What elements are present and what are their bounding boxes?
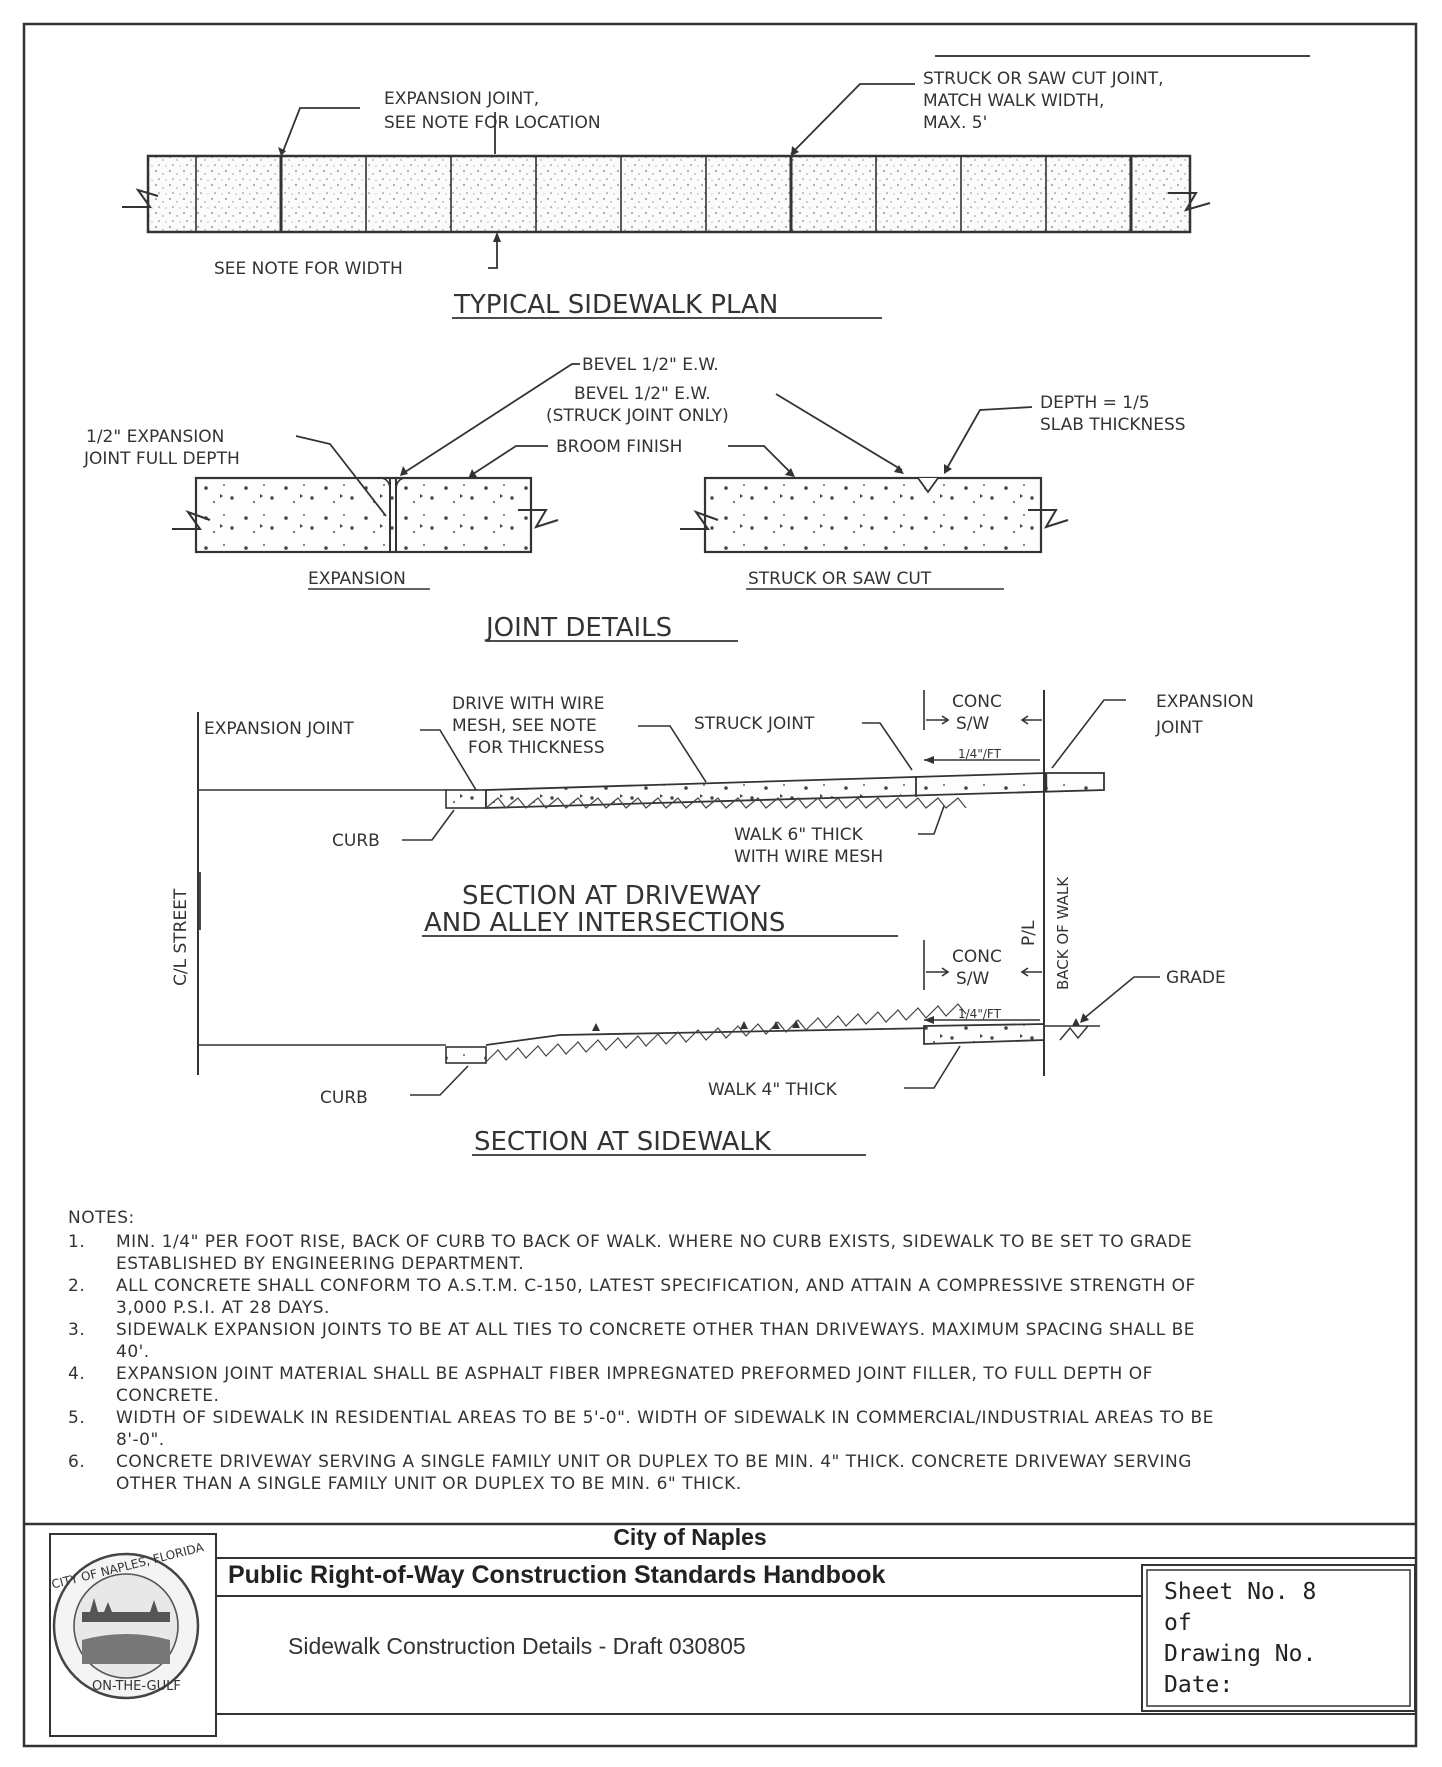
sidewalk-plan [122,83,1211,319]
note-item: 5. WIDTH OF SIDEWALK IN RESIDENTIAL AREAS… [68,1407,1228,1451]
driveway-section [197,690,1126,1076]
joint-depth-1: DEPTH = 1/5 [1040,393,1150,413]
note-text: SIDEWALK EXPANSION JOINTS TO BE AT ALL T… [116,1320,1195,1362]
driveway-drive-2: MESH, SEE NOTE [452,716,597,736]
title-subtitle: Sidewalk Construction Details - Draft 03… [288,1633,746,1659]
note-text: ALL CONCRETE SHALL CONFORM TO A.S.T.M. C… [116,1276,1196,1318]
title-handbook: Public Right-of-Way Construction Standar… [228,1561,886,1589]
driveway-curb: CURB [332,831,380,851]
joint-details [172,363,1069,642]
driveway-conc-2: S/W [956,714,990,734]
title-city: City of Naples [613,1524,767,1550]
note-number: 2. [68,1276,86,1296]
driveway-exp-right-2: JOINT [1155,718,1203,738]
plan-label-expansion-1: EXPANSION JOINT, [384,89,539,109]
note-number: 1. [68,1232,86,1252]
driveway-title-1: SECTION AT DRIVEWAY [462,881,761,911]
plan-label-struck-1: STRUCK OR SAW CUT JOINT, [923,69,1163,89]
note-item: 3. SIDEWALK EXPANSION JOINTS TO BE AT ALL… [68,1319,1228,1363]
note-text: MIN. 1/4" PER FOOT RISE, BACK OF CURB TO… [116,1232,1193,1274]
section-grade: GRADE [1166,968,1226,988]
driveway-title-2: AND ALLEY INTERSECTIONS [424,908,785,938]
drawing-number: Drawing No. [1164,1641,1317,1667]
section-cl-street: C/L STREET [171,888,191,986]
joint-bevel-1: BEVEL 1/2" E.W. [582,355,719,375]
driveway-slope: 1/4"/FT [958,747,1002,761]
note-item: 4. EXPANSION JOINT MATERIAL SHALL BE ASPH… [68,1363,1228,1407]
plan-label-struck-2: MATCH WALK WIDTH, [923,91,1104,111]
section-conc-1: CONC [952,947,1002,967]
section-slope: 1/4"/FT [958,1007,1002,1021]
note-number: 3. [68,1320,86,1340]
section-back-of-walk: BACK OF WALK [1054,876,1072,990]
driveway-drive-1: DRIVE WITH WIRE [452,694,604,714]
notes-block: NOTES: 1. MIN. 1/4" PER FOOT RISE, BACK O… [68,1207,1228,1524]
driveway-walk-1: WALK 6" THICK [734,825,864,845]
note-number: 6. [68,1452,86,1472]
driveway-walk-2: WITH WIRE MESH [734,847,883,867]
section-title: SECTION AT SIDEWALK [474,1127,772,1157]
section-pl: P/L [1019,920,1039,946]
sheet-border [22,22,1418,1748]
note-number: 5. [68,1408,86,1428]
driveway-expansion-joint: EXPANSION JOINT [204,719,354,739]
sheet-info: Sheet No. 8 of Drawing No. Date: [1164,1577,1316,1701]
plan-label-struck-3: MAX. 5' [923,113,987,133]
city-seal: CITY OF NAPLES, FLORIDA ON-THE-GULF [50,1540,206,1700]
joint-bevel-2a: BEVEL 1/2" E.W. [574,384,711,404]
title-block [24,1522,1416,1737]
note-text: CONCRETE DRIVEWAY SERVING A SINGLE FAMIL… [116,1452,1192,1494]
joint-bevel-2b: (STRUCK JOINT ONLY) [546,406,729,426]
section-walk: WALK 4" THICK [708,1080,838,1100]
section-curb: CURB [320,1088,368,1108]
driveway-drive-3: FOR THICKNESS [468,738,605,758]
note-item: 1. MIN. 1/4" PER FOOT RISE, BACK OF CURB … [68,1231,1228,1275]
note-number: 4. [68,1364,86,1384]
sheet-of: of [1164,1610,1192,1636]
joint-depth-2: SLAB THICKNESS [1040,415,1186,435]
notes-header: NOTES: [68,1208,135,1228]
joint-broom: BROOM FINISH [556,437,682,457]
joint-title: JOINT DETAILS [484,613,672,643]
sidewalk-section [198,872,1160,1156]
joint-expansion-full-1: 1/2" EXPANSION [86,427,224,447]
seal-bottom-text: ON-THE-GULF [92,1679,181,1694]
note-text: EXPANSION JOINT MATERIAL SHALL BE ASPHAL… [116,1364,1153,1406]
plan-label-expansion-2: SEE NOTE FOR LOCATION [384,113,601,133]
driveway-exp-right-1: EXPANSION [1156,692,1254,712]
driveway-conc-1: CONC [952,692,1002,712]
sheet-number: Sheet No. 8 [1164,1579,1317,1605]
note-item: 6. CONCRETE DRIVEWAY SERVING A SINGLE FAM… [68,1451,1228,1495]
joint-label-expansion: EXPANSION [308,569,406,589]
joint-label-struck: STRUCK OR SAW CUT [748,569,932,589]
plan-title: TYPICAL SIDEWALK PLAN [453,290,778,320]
driveway-struck-joint: STRUCK JOINT [694,714,815,734]
note-text: WIDTH OF SIDEWALK IN RESIDENTIAL AREAS T… [116,1408,1214,1450]
plan-label-width: SEE NOTE FOR WIDTH [214,259,403,279]
joint-expansion-full-2: JOINT FULL DEPTH [83,449,240,469]
note-item: 2. ALL CONCRETE SHALL CONFORM TO A.S.T.M.… [68,1275,1228,1319]
section-conc-2: S/W [956,969,990,989]
drawing-date: Date: [1164,1672,1234,1698]
